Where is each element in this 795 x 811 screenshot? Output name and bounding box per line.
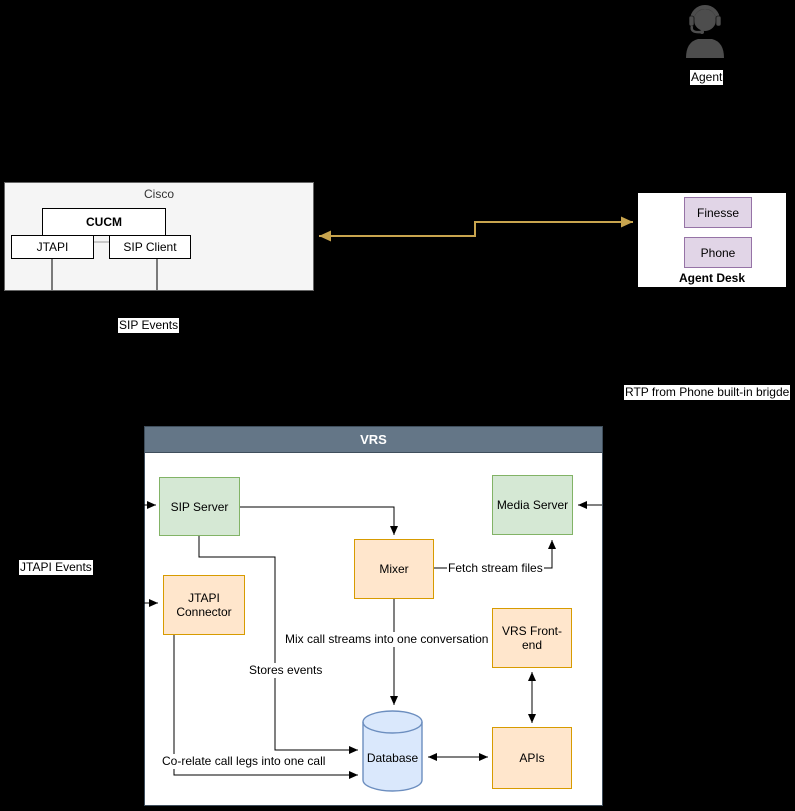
phone-node: Phone — [684, 237, 752, 268]
stores-events-label: Stores events — [248, 663, 324, 678]
jtapi-connector-label: JTAPI Connector — [176, 591, 232, 619]
finesse-node: Finesse — [684, 197, 752, 228]
corelate-label: Co-relate call legs into one call — [161, 754, 327, 769]
database-label: Database — [366, 751, 419, 765]
database-cylinder-icon — [362, 710, 423, 792]
rtp-bridge-label: RTP from Phone built-in brigde — [624, 385, 791, 400]
sip-events-label: SIP Events — [118, 318, 180, 333]
media-server-label: Media Server — [496, 498, 569, 512]
agent-label: Agent — [690, 70, 724, 85]
agent-headset-icon — [686, 5, 724, 58]
fetch-stream-files-label: Fetch stream files — [447, 561, 544, 576]
cucm-label: CUCM — [86, 215, 122, 229]
jtapi-events-label: JTAPI Events — [19, 560, 93, 575]
vrs-title: VRS — [360, 432, 387, 447]
agent-desk-title: Agent Desk — [678, 271, 746, 285]
phone-label: Phone — [700, 245, 736, 260]
vrs-frontend-node: VRS Front-end — [492, 608, 572, 668]
cisco-agentdesk-arrow — [319, 216, 633, 242]
jtapi-connector-node: JTAPI Connector — [163, 575, 245, 635]
sip-server-node: SIP Server — [159, 477, 240, 536]
mixer-node: Mixer — [354, 539, 434, 599]
jtapi-node: JTAPI — [11, 235, 94, 259]
cucm-node: CUCM — [42, 208, 166, 236]
jtapi-label: JTAPI — [36, 240, 69, 254]
mix-streams-label: Mix call streams into one conversation — [284, 632, 490, 647]
database-node: Database — [362, 710, 423, 792]
sip-server-label: SIP Server — [170, 499, 229, 514]
mixer-label: Mixer — [379, 562, 409, 576]
cisco-title: Cisco — [143, 187, 174, 201]
sip-client-label: SIP Client — [123, 240, 177, 254]
apis-label: APIs — [519, 751, 545, 765]
apis-node: APIs — [492, 727, 572, 789]
sip-client-node: SIP Client — [109, 235, 191, 259]
vrs-frontend-label: VRS Front-end — [501, 624, 562, 652]
media-server-node: Media Server — [492, 475, 573, 535]
agent-desk-container: Agent Desk — [637, 192, 787, 288]
vrs-header: VRS — [145, 427, 602, 453]
finesse-label: Finesse — [696, 205, 740, 220]
